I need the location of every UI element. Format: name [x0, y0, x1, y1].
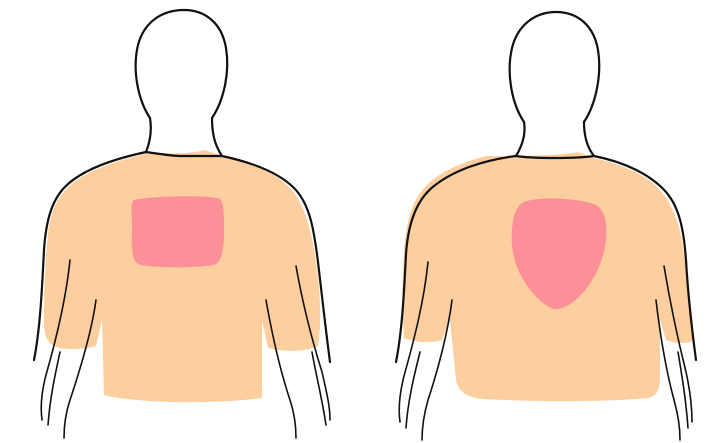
right-arm-lower-outline [678, 352, 688, 428]
neck-right-outline [554, 122, 594, 158]
neck-left-outline [516, 122, 554, 158]
body-figure-right-svg [358, 0, 715, 443]
head-outline [510, 12, 600, 122]
body-figure-right [358, 0, 715, 443]
head-outline [136, 10, 228, 118]
pain-area-rectangle [132, 196, 225, 267]
neck-left-outline [146, 118, 180, 156]
torso-skin-fill [44, 150, 320, 402]
body-figure-left-svg [0, 0, 357, 443]
neck-right-outline [180, 118, 222, 156]
body-figure-left [0, 0, 357, 443]
